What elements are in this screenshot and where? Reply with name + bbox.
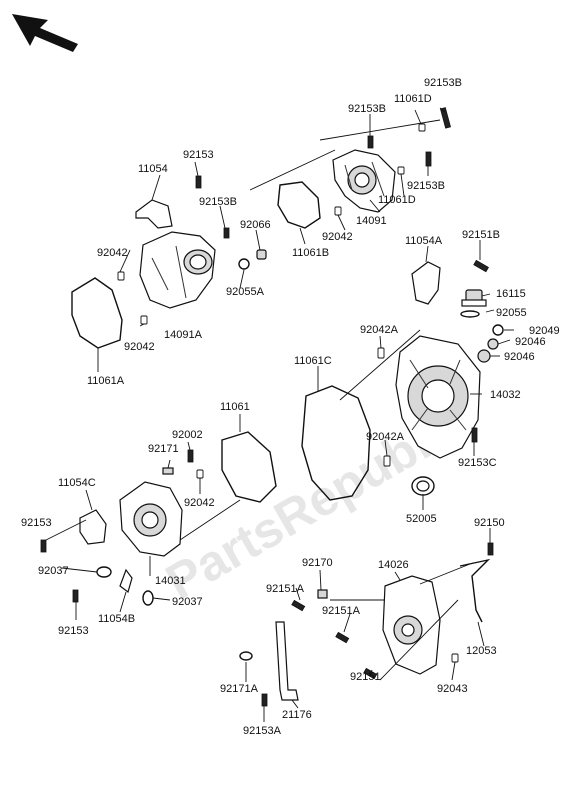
label-11061d-2: 11061D [378, 194, 416, 206]
label-92153-b: 92153 [58, 625, 89, 637]
bracket-11054 [135, 175, 202, 229]
label-92153b-2: 92153B [348, 103, 386, 115]
label-52005: 52005 [406, 513, 437, 525]
label-92153-top: 92153 [183, 149, 214, 161]
label-92055: 92055 [496, 307, 527, 319]
label-11061d-top: 11061D [394, 93, 432, 105]
label-16115: 16115 [496, 288, 526, 300]
label-92153-a: 92153 [21, 517, 52, 529]
label-11054b: 11054B [98, 613, 135, 625]
grommet-92037 [72, 566, 154, 606]
label-14032: 14032 [490, 389, 521, 401]
oil-seal-52005 [411, 476, 435, 496]
label-92046-b: 92046 [504, 351, 535, 363]
label-92153a: 92153A [243, 725, 282, 737]
label-11061a: 11061A [87, 375, 125, 387]
label-92037-a: 92037 [38, 565, 69, 577]
label-11054a: 11054A [405, 235, 443, 247]
gasket-11061c [301, 385, 371, 501]
leader-lines [45, 107, 514, 722]
pickup-cover-14091 [332, 149, 396, 213]
label-92046-a: 92046 [515, 336, 546, 348]
gasket-11061a [71, 277, 123, 349]
guide-12053 [459, 558, 491, 623]
small-parts-92171-92002 [162, 449, 204, 479]
label-92042-a: 92042 [97, 247, 128, 259]
label-92042a-a: 92042A [360, 324, 399, 336]
label-12053: 12053 [466, 645, 497, 657]
gasket-11061b [277, 181, 321, 229]
label-92066: 92066 [240, 219, 271, 231]
label-92171: 92171 [148, 443, 179, 455]
bracket-11054a [411, 259, 489, 305]
label-92150: 92150 [474, 517, 505, 529]
label-92042a-b: 92042A [366, 431, 405, 443]
label-92153b-3: 92153B [199, 196, 237, 208]
clutch-cover-14032 [395, 335, 481, 459]
label-92151a-a: 92151A [266, 583, 305, 595]
label-92043: 92043 [437, 683, 468, 695]
label-92037-b: 92037 [172, 596, 203, 608]
part-labels: 92153B 11061D 92153B 92153 11054 92153B … [21, 77, 560, 737]
label-92151b: 92151B [462, 229, 500, 241]
label-92171a: 92171A [220, 683, 259, 695]
label-92153b-top: 92153B [424, 77, 462, 89]
label-92151: 92151 [350, 671, 381, 683]
oring-92055a [238, 249, 267, 270]
label-11061b: 11061B [292, 247, 329, 259]
label-14091: 14091 [356, 215, 387, 227]
label-14091a: 14091A [164, 329, 203, 341]
label-11054: 11054 [138, 163, 168, 175]
label-92153c: 92153C [458, 457, 497, 469]
generator-cover-14031 [119, 481, 183, 557]
label-92042-c: 92042 [322, 231, 353, 243]
bolt-92153b-top [223, 107, 451, 239]
label-14031: 14031 [155, 575, 186, 587]
label-21176: 21176 [282, 709, 312, 721]
label-92055a: 92055A [226, 286, 265, 298]
label-11054c: 11054C [58, 477, 96, 489]
starter-cover-14091a [139, 231, 216, 309]
front-direction-arrow-icon [12, 14, 78, 52]
sprocket-cover-14026 [382, 575, 441, 675]
label-92049: 92049 [529, 325, 560, 337]
label-92153b-4: 92153B [407, 180, 445, 192]
label-92002: 92002 [172, 429, 203, 441]
label-11061: 11061 [220, 401, 250, 413]
dowel-pins-top [117, 123, 426, 325]
label-92042-b: 92042 [124, 341, 155, 353]
oil-filler-cap-16115 [460, 289, 487, 318]
seals-92049-92046 [477, 324, 504, 363]
label-92151a-b: 92151A [322, 605, 361, 617]
shift-rod-21176 [239, 542, 494, 707]
bracket-11054c [40, 509, 107, 553]
label-92170: 92170 [302, 557, 333, 569]
label-92042-d: 92042 [184, 497, 215, 509]
label-11061c: 11061C [294, 355, 332, 367]
gasket-11061 [221, 431, 277, 503]
label-14026: 14026 [378, 559, 409, 571]
